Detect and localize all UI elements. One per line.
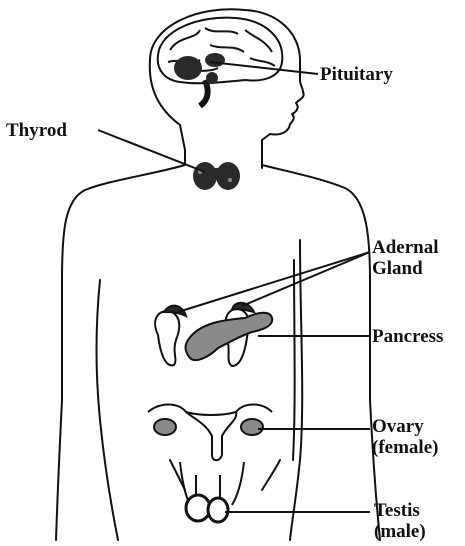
brain	[158, 18, 283, 106]
label-pancreas: Pancress	[372, 326, 443, 347]
label-pituitary: Pituitary	[320, 64, 393, 85]
arm-line-left	[97, 280, 118, 540]
ovary-left	[154, 419, 176, 435]
label-thyroid: Thyrod	[6, 120, 67, 141]
ovary-right	[241, 419, 263, 435]
testis-left	[186, 495, 210, 521]
pelvis-right	[262, 460, 280, 490]
label-adrenal: Adernal Gland	[372, 237, 439, 279]
label-testis: Testis (male)	[374, 500, 426, 542]
leader-adrenal-right	[242, 252, 370, 306]
thyroid-gland	[193, 162, 240, 190]
leader-adrenal-left	[178, 252, 370, 312]
testis-right	[208, 498, 228, 522]
torso-right	[262, 165, 380, 540]
leader-thyroid	[98, 130, 205, 172]
label-ovary: Ovary (female)	[372, 416, 438, 458]
